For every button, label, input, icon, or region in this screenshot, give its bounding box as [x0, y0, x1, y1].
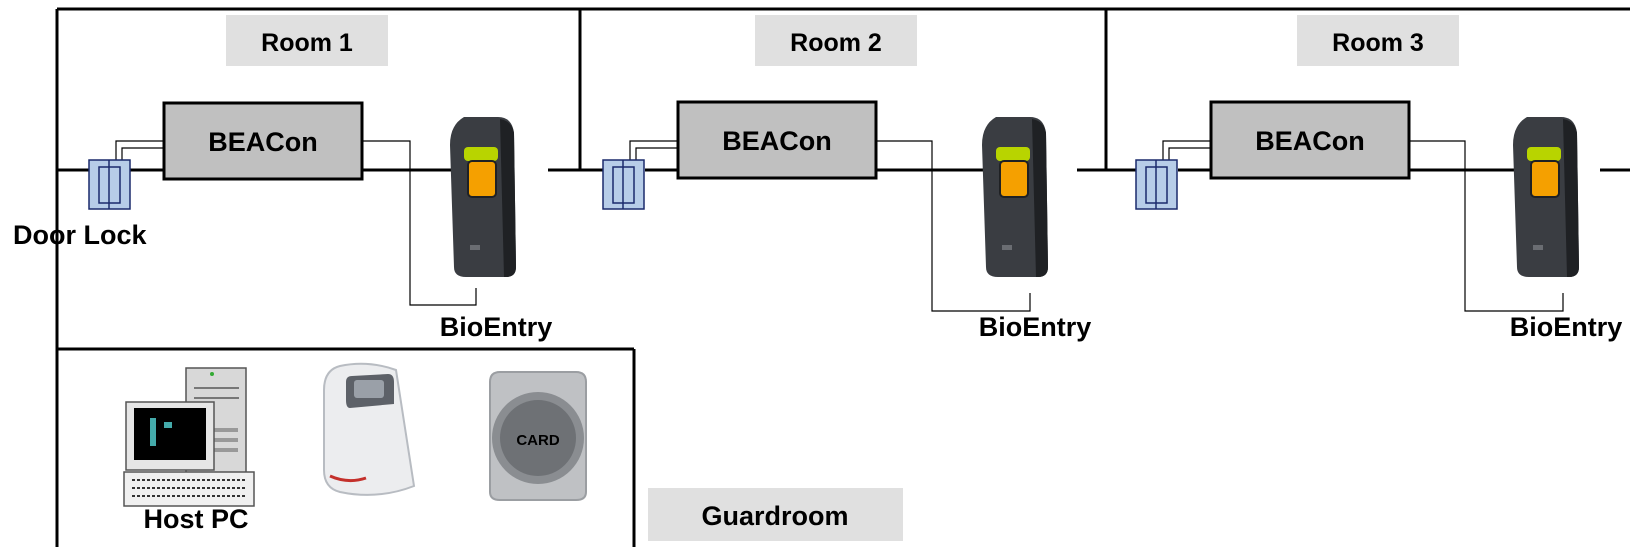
host-pc-label: Host PC [143, 504, 248, 534]
controller-label: BEACon [1255, 126, 1365, 156]
room-2: Room 2 BEACon BioEntry [602, 15, 1092, 342]
card-reader-icon: CARD [489, 371, 587, 501]
door-lock-icon [1135, 159, 1178, 210]
room-label: Room 2 [790, 29, 882, 57]
reader-label: BioEntry [979, 312, 1092, 342]
room-label-box [226, 15, 388, 66]
controller-label: BEACon [722, 126, 832, 156]
reader-label: BioEntry [1510, 312, 1623, 342]
beacon-controller [162, 101, 364, 181]
room-label-box [1297, 15, 1459, 66]
room-3: Room 3 BEACon BioEntry [1135, 15, 1623, 342]
room-1: Room 1 BEACon BioEntry [88, 15, 553, 342]
guardroom-label: Guardroom [701, 501, 848, 531]
guardroom: Host PC CARD Guardroom [123, 362, 903, 541]
bioentry-reader-icon [1513, 117, 1579, 277]
door-lock-label: Door Lock [13, 220, 147, 250]
beacon-controller [1209, 100, 1411, 180]
building-walls [55, 7, 1630, 547]
room-label-box [755, 15, 917, 66]
controller-label: BEACon [208, 127, 318, 157]
fingerprint-scanner-icon [323, 362, 416, 496]
host-pc-icon [123, 367, 255, 507]
room-label: Room 1 [261, 29, 353, 57]
door-lock-icon [88, 159, 131, 210]
bioentry-reader-icon [450, 117, 516, 277]
bioentry-reader-icon [982, 117, 1048, 277]
beacon-controller [676, 100, 878, 180]
room-label: Room 3 [1332, 29, 1424, 57]
card-text: CARD [516, 432, 559, 449]
reader-label: BioEntry [440, 312, 553, 342]
door-lock-icon [602, 159, 645, 210]
guardroom-label-box [648, 488, 903, 541]
